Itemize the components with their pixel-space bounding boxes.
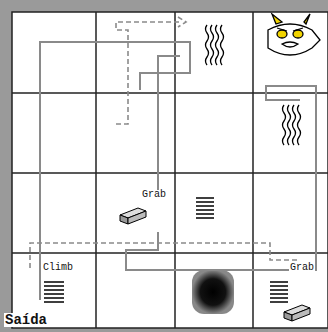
cell-label: Climb [42, 263, 74, 273]
cell-label: Grab [141, 190, 167, 200]
cell-label: Saída [4, 313, 48, 327]
cell-label: Grab [289, 263, 315, 273]
